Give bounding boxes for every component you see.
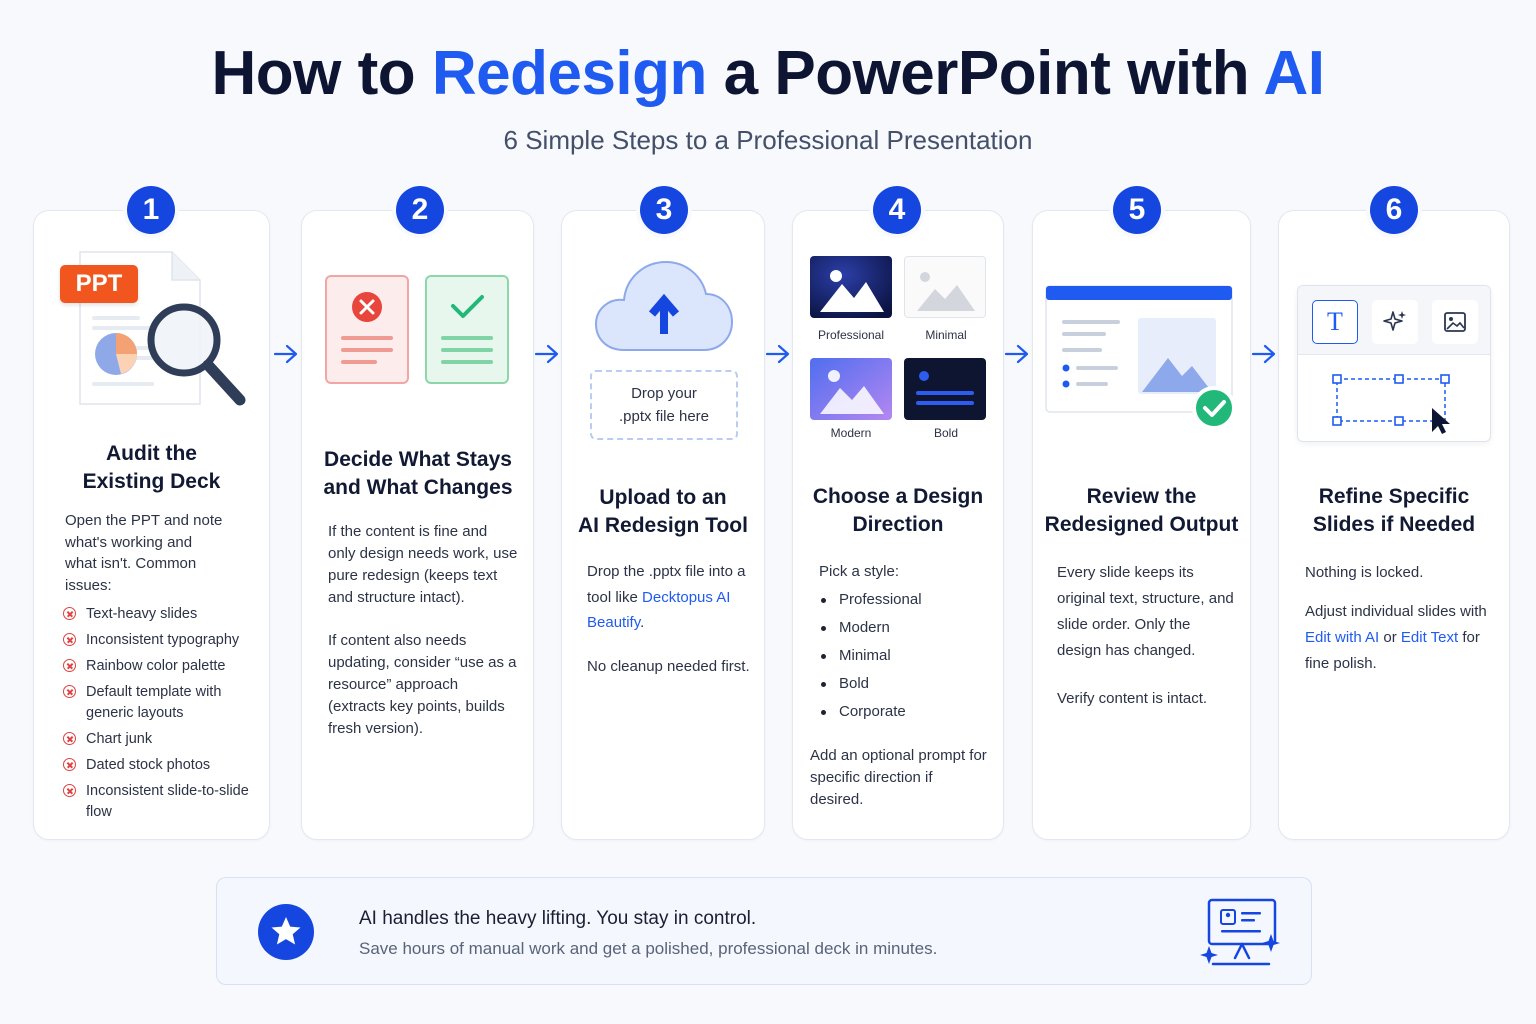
style-label: Professional	[817, 328, 885, 342]
style-label: Minimal	[925, 328, 967, 342]
error-x-icon	[63, 659, 76, 672]
presentation-board-icon	[1200, 898, 1280, 966]
step-6-body: Nothing is locked. Adjust individual sli…	[1305, 564, 1487, 672]
drop-zone: Drop your .pptx file here	[590, 370, 738, 440]
arrow-right-icon	[273, 344, 298, 364]
ppt-file-badge: PPT	[60, 265, 138, 303]
list-item: Inconsistent typography	[63, 630, 263, 651]
title-accent-ai: AI	[1263, 39, 1326, 108]
style-list: Professional Modern Minimal Bold Corpora…	[819, 586, 989, 726]
title-accent-redesign: Redesign	[431, 39, 708, 108]
star-badge-icon	[258, 904, 314, 960]
step-title-5: Review the Redesigned Output	[1044, 485, 1239, 536]
step-title-1: Audit the Existing Deck	[82, 442, 221, 493]
arrow-right-icon	[534, 344, 559, 364]
list-item: Corporate	[819, 698, 989, 726]
error-x-icon	[63, 607, 76, 620]
decktopus-beautify-link[interactable]: Decktopus AI Beautify	[587, 588, 731, 632]
page-title: How to Redesign a PowerPoint with AI	[211, 39, 1326, 108]
text-tool-icon: T	[1327, 307, 1343, 336]
issue-list: Text-heavy slides Inconsistent typograph…	[63, 604, 263, 828]
style-thumb-minimal	[904, 256, 986, 318]
list-item: Minimal	[819, 642, 989, 670]
step-title-3: Upload to an AI Redesign Tool	[578, 486, 748, 537]
arrow-right-icon	[765, 344, 790, 364]
error-x-icon	[63, 758, 76, 771]
keep-vs-change-illustration	[325, 275, 509, 384]
editor-panel: T	[1297, 285, 1491, 442]
image-tool-button[interactable]	[1432, 300, 1478, 344]
error-x-icon	[63, 784, 76, 797]
arrow-right-icon	[1251, 344, 1276, 364]
step-title-2: Decide What Stays and What Changes	[323, 448, 513, 499]
step-badge-4: 4	[873, 186, 921, 234]
step-5-body: Every slide keeps its original text, str…	[1057, 564, 1234, 707]
style-thumb-modern	[810, 358, 892, 420]
step-title-4: Choose a Design Direction	[812, 485, 984, 536]
step-1-intro: Open the PPT and note what's working and…	[65, 512, 223, 594]
step-badge-5: 5	[1113, 186, 1161, 234]
style-label: Modern	[830, 426, 872, 440]
edit-with-ai-link[interactable]: Edit with AI	[1305, 629, 1380, 646]
style-intro: Pick a style:	[819, 563, 900, 580]
list-item: Dated stock photos	[63, 755, 263, 776]
ai-sparkle-button[interactable]	[1372, 300, 1418, 344]
style-label: Bold	[933, 426, 959, 440]
banner-headline: AI handles the heavy lifting. You stay i…	[359, 908, 757, 929]
list-item: Inconsistent slide-to-slide flow	[63, 781, 263, 823]
list-item: Modern	[819, 614, 989, 642]
sparkle-icon	[1383, 311, 1406, 331]
step-title-6: Refine Specific Slides if Needed	[1312, 485, 1476, 536]
list-item: Professional	[819, 586, 989, 614]
step-badge-1: 1	[127, 186, 175, 234]
step-badge-3: 3	[640, 186, 688, 234]
banner-subtext: Save hours of manual work and get a poli…	[359, 939, 938, 958]
edit-text-link[interactable]: Edit Text	[1400, 629, 1459, 646]
step-badge-6: 6	[1370, 186, 1418, 234]
error-x-icon	[63, 685, 76, 698]
page-subtitle: 6 Simple Steps to a Professional Present…	[503, 125, 1033, 155]
image-icon	[1444, 312, 1466, 332]
error-x-icon	[63, 732, 76, 745]
step-3-body: Drop the .pptx file into a tool like Dec…	[587, 563, 750, 675]
list-item: Chart junk	[63, 729, 263, 750]
list-item: Default template with generic layouts	[63, 682, 263, 724]
summary-banner: AI handles the heavy lifting. You stay i…	[216, 877, 1312, 985]
style-outro: Add an optional prompt for specific dire…	[810, 747, 987, 808]
error-x-icon	[63, 633, 76, 646]
selection-box-icon	[1332, 374, 1450, 434]
style-thumb-bold	[904, 358, 986, 420]
step-badge-2: 2	[396, 186, 444, 234]
cloud-upload-icon	[594, 260, 734, 351]
redesigned-slide-illustration	[1045, 285, 1236, 430]
arrow-right-icon	[1004, 344, 1029, 364]
style-thumb-professional	[810, 256, 892, 318]
list-item: Rainbow color palette	[63, 656, 263, 677]
list-item: Bold	[819, 670, 989, 698]
list-item: Text-heavy slides	[63, 604, 263, 625]
step-2-body: If the content is fine and only design n…	[328, 523, 518, 737]
text-tool-button[interactable]: T	[1312, 300, 1358, 344]
